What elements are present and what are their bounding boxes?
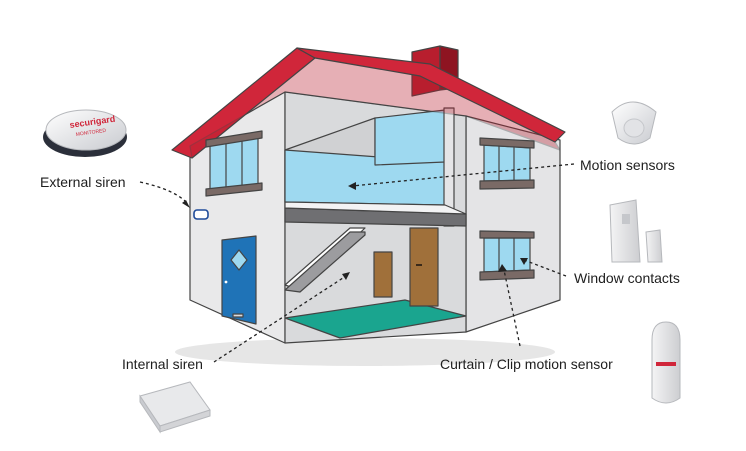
label-window-contacts: Window contacts <box>574 270 680 286</box>
arrowhead-external-siren <box>182 200 190 208</box>
left-upper-window <box>206 131 262 196</box>
curtain-sensor-device <box>652 322 680 403</box>
label-external-siren: External siren <box>40 174 126 190</box>
wall-siren-marker <box>194 210 208 219</box>
front-door <box>222 236 256 324</box>
upper-glass-back <box>375 110 445 165</box>
interior-door-large <box>410 228 438 306</box>
motion-sensor-device <box>612 102 656 144</box>
arrow-external-siren <box>140 182 188 204</box>
interior-door-small <box>374 252 392 297</box>
window-contact-device <box>610 200 662 262</box>
label-motion-sensors: Motion sensors <box>580 157 675 173</box>
right-upper-window <box>480 138 534 189</box>
label-curtain-clip-sensor: Curtain / Clip motion sensor <box>440 356 613 372</box>
label-internal-siren: Internal siren <box>122 356 203 372</box>
external-siren-device: securigard MONITORED <box>43 110 127 157</box>
internal-siren-device <box>140 382 210 432</box>
right-lower-window <box>480 231 534 280</box>
house <box>172 46 565 343</box>
